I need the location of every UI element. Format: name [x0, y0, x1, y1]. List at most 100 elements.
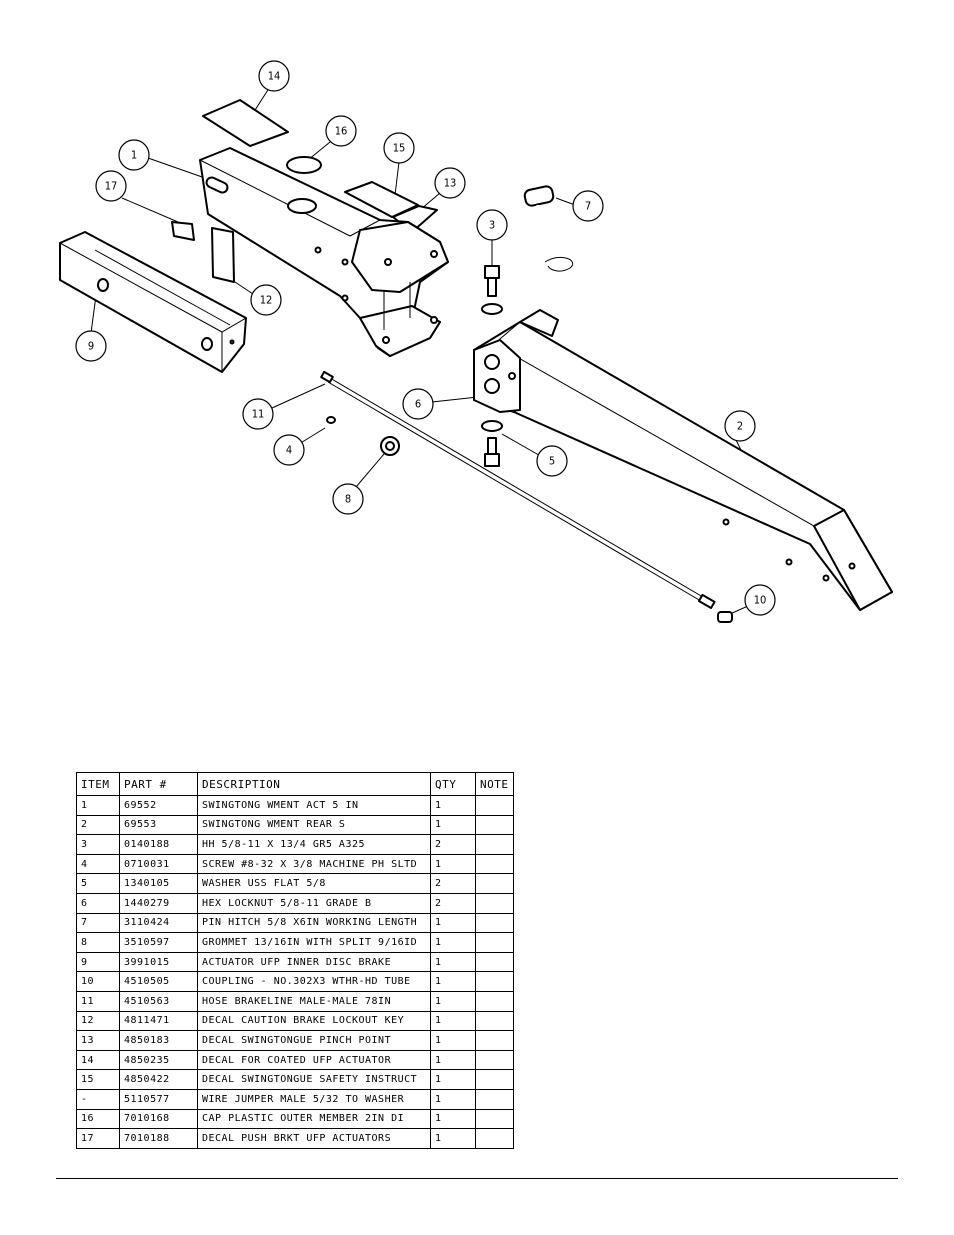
cell-note	[475, 971, 514, 992]
header-note: NOTE	[475, 772, 514, 796]
cell-item: 14	[76, 1049, 120, 1071]
cell-note	[475, 912, 514, 934]
cell-description: WASHER USS FLAT 5/8	[197, 873, 431, 894]
cell-item: 16	[76, 1108, 120, 1130]
cap-16-shape	[286, 156, 322, 174]
cell-part: 3510597	[119, 932, 198, 953]
leader-lines	[90, 81, 749, 615]
cell-qty: 1	[430, 1128, 476, 1149]
cell-qty: 2	[430, 873, 476, 894]
cell-qty: 1	[430, 932, 476, 953]
screw-4-shape	[326, 416, 336, 424]
cell-note	[475, 1030, 514, 1051]
cell-item: 15	[76, 1069, 120, 1090]
cell-note	[475, 814, 514, 836]
cell-description: PIN HITCH 5/8 X6IN WORKING LENGTH	[197, 912, 431, 934]
decal-15-shape	[344, 181, 419, 218]
cell-part: 1440279	[119, 892, 198, 914]
cell-description: DECAL CAUTION BRAKE LOCKOUT KEY	[197, 1010, 431, 1032]
callout-4: 4	[273, 434, 305, 466]
svg-text:7: 7	[585, 200, 591, 213]
cell-description: DECAL FOR COATED UFP ACTUATOR	[197, 1049, 431, 1071]
cell-note	[475, 873, 514, 894]
cell-description: HOSE BRAKELINE MALE-MALE 78IN	[197, 990, 431, 1012]
cell-item: 11	[76, 990, 120, 1012]
cell-qty: 1	[430, 1030, 476, 1051]
callout-12: 12	[250, 284, 282, 316]
cell-qty: 2	[430, 892, 476, 914]
cell-item: 5	[76, 873, 120, 894]
cell-part: 4850235	[119, 1049, 198, 1071]
cell-part: 4811471	[119, 1010, 198, 1032]
callout-16: 16	[325, 115, 357, 147]
callout-7: 7	[572, 190, 604, 222]
brake-line-11	[320, 370, 716, 609]
cell-item: 8	[76, 932, 120, 953]
cell-qty: 1	[430, 951, 476, 973]
cell-note	[475, 795, 514, 816]
decal-12-shape	[211, 227, 235, 283]
cell-part: 0710031	[119, 853, 198, 875]
cell-item: 17	[76, 1128, 120, 1149]
cell-qty: 1	[430, 971, 476, 992]
callout-11: 11	[242, 398, 274, 430]
cell-note	[475, 932, 514, 953]
cell-note	[475, 1108, 514, 1130]
cell-note	[475, 1049, 514, 1071]
callout-6: 6	[402, 388, 434, 420]
cell-item: 10	[76, 971, 120, 992]
cell-qty: 2	[430, 834, 476, 855]
cell-part: 69553	[119, 814, 198, 836]
cell-item: 2	[76, 814, 120, 836]
rear-tongue-2	[473, 309, 893, 611]
svg-text:5: 5	[549, 455, 555, 468]
decal-14-shape	[202, 99, 289, 147]
cell-part: 4510563	[119, 990, 198, 1012]
svg-text:8: 8	[345, 493, 351, 506]
svg-text:1: 1	[131, 149, 137, 162]
cell-note	[475, 834, 514, 855]
header-part-number: PART #	[119, 772, 198, 796]
cell-item: 6	[76, 892, 120, 914]
svg-text:3: 3	[489, 219, 495, 232]
decal-17-shape	[171, 221, 195, 241]
cell-description: HH 5/8-11 X 13/4 GR5 A325	[197, 834, 431, 855]
cell-part: 7010188	[119, 1128, 198, 1149]
cell-part: 7010168	[119, 1108, 198, 1130]
svg-text:16: 16	[335, 125, 348, 138]
callout-8: 8	[332, 483, 364, 515]
cell-note	[475, 1010, 514, 1032]
cell-note	[475, 951, 514, 973]
svg-text:17: 17	[105, 180, 118, 193]
cell-qty: 1	[430, 814, 476, 836]
cell-part: 3110424	[119, 912, 198, 934]
cell-description: SWINGTONG WMENT REAR S	[197, 814, 431, 836]
cell-item: -	[76, 1088, 120, 1110]
cell-part: 0140188	[119, 834, 198, 855]
callout-9: 9	[75, 330, 107, 362]
cell-qty: 1	[430, 795, 476, 816]
cell-qty: 1	[430, 1108, 476, 1130]
cell-item: 7	[76, 912, 120, 934]
callout-17: 17	[95, 170, 127, 202]
footer-rule	[56, 1178, 898, 1179]
callout-13: 13	[434, 167, 466, 199]
cell-item: 9	[76, 951, 120, 973]
cell-note	[475, 892, 514, 914]
cell-qty: 1	[430, 1049, 476, 1071]
svg-text:12: 12	[260, 294, 273, 307]
cell-description: DECAL PUSH BRKT UFP ACTUATORS	[197, 1128, 431, 1149]
actuator-housing-1	[198, 147, 449, 357]
svg-text:6: 6	[415, 398, 421, 411]
cell-description: SWINGTONG WMENT ACT 5 IN	[197, 795, 431, 816]
